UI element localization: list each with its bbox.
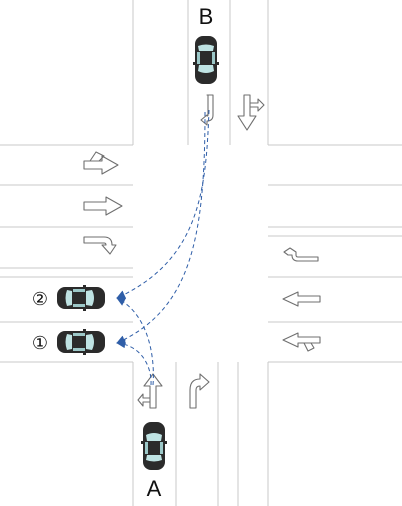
target-2-label: ② bbox=[32, 289, 48, 310]
straight-arrow-icon bbox=[83, 196, 123, 216]
car-icon bbox=[57, 285, 105, 311]
straight-right-arrow-icon bbox=[237, 94, 265, 131]
car-a: A bbox=[141, 422, 167, 501]
straight-left-arrow-icon bbox=[83, 151, 119, 175]
straight-arrow-icon bbox=[282, 291, 321, 307]
route-a-to-2 bbox=[116, 297, 154, 386]
car-a-label: A bbox=[147, 476, 162, 501]
routes bbox=[116, 109, 210, 386]
right-turn-arrow-icon bbox=[83, 236, 117, 255]
left-turn-arrow-icon bbox=[283, 247, 319, 262]
route-b-to-1 bbox=[116, 111, 206, 344]
straight-left-arrow-icon bbox=[137, 373, 163, 409]
car-icon bbox=[57, 329, 105, 355]
target-2: ② bbox=[32, 285, 105, 311]
route-a-to-1 bbox=[116, 339, 152, 386]
car-b-label: B bbox=[199, 4, 214, 29]
target-1-label: ① bbox=[32, 333, 48, 354]
straight-left-arrow-icon bbox=[200, 94, 214, 126]
route-b-to-2 bbox=[116, 109, 210, 299]
car-icon bbox=[141, 422, 167, 470]
car-b: B bbox=[193, 4, 219, 84]
straight-left-arrow-icon bbox=[282, 332, 321, 352]
right-turn-arrow-icon bbox=[189, 373, 210, 409]
car-icon bbox=[193, 36, 219, 84]
target-1: ① bbox=[32, 329, 105, 355]
